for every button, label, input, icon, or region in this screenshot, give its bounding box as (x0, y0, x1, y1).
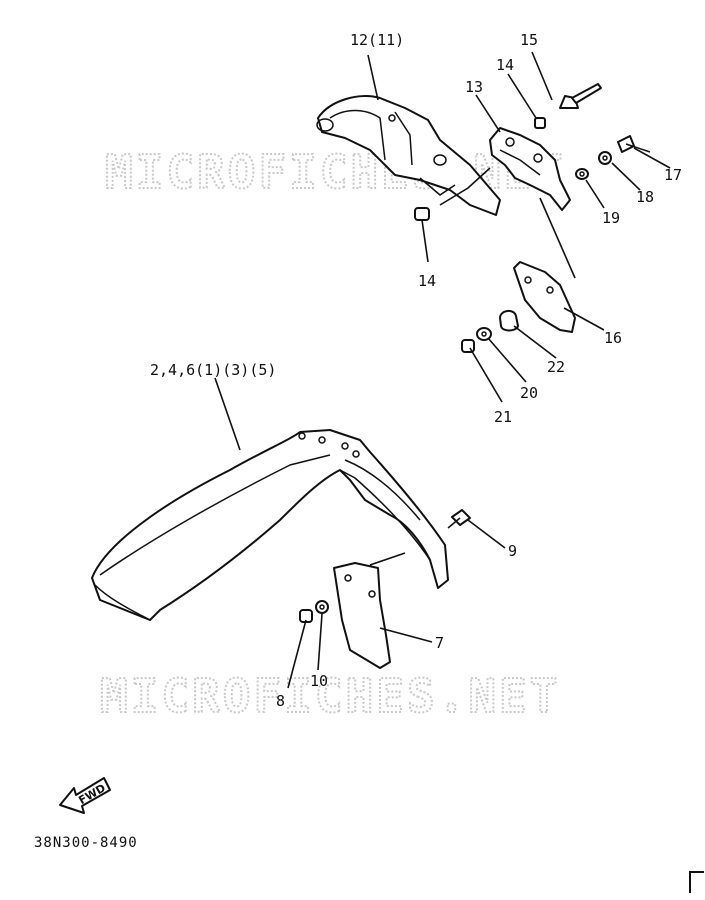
collar-part-22 (499, 310, 519, 332)
washer-part-20 (476, 327, 492, 341)
callout-9: 9 (508, 542, 517, 560)
washer-part-19 (575, 168, 589, 180)
callout-13: 13 (465, 78, 483, 96)
corner-mark (689, 871, 704, 893)
callout-22: 22 (547, 358, 565, 376)
washer-part-18 (598, 151, 612, 165)
nut-part-14-lower (414, 207, 430, 221)
watermark-bottom: MICROFICHES.NET (100, 669, 560, 723)
upper-cover-part (316, 95, 501, 216)
callout-19: 19 (602, 209, 620, 227)
callout-2-4-6: 2,4,6(1)(3)(5) (150, 361, 276, 379)
callout-20: 20 (520, 384, 538, 402)
callout-7: 7 (435, 634, 444, 652)
mud-flap-part-7 (333, 562, 391, 669)
callout-14-top: 14 (496, 56, 514, 74)
callout-17: 17 (664, 166, 682, 184)
callout-18: 18 (636, 188, 654, 206)
callout-15: 15 (520, 31, 538, 49)
washer-part-10 (315, 600, 329, 614)
bracket-part-13 (489, 127, 571, 211)
plate-part-16 (513, 261, 576, 333)
callout-16: 16 (604, 329, 622, 347)
fwd-arrow-icon: FWD (59, 777, 111, 814)
front-fender-part (91, 429, 449, 621)
leader-lines (214, 51, 671, 689)
screw-part-15 (559, 83, 602, 109)
callout-14-lower: 14 (418, 272, 436, 290)
diagram-code: 38N300-8490 (34, 835, 138, 851)
callout-21: 21 (494, 408, 512, 426)
callout-8: 8 (276, 692, 285, 710)
nut-part-14-top (534, 117, 546, 129)
callout-10: 10 (310, 672, 328, 690)
callout-12: 12(11) (350, 31, 404, 49)
bolt-part-17 (617, 135, 651, 153)
bolt-part-9 (447, 509, 471, 529)
